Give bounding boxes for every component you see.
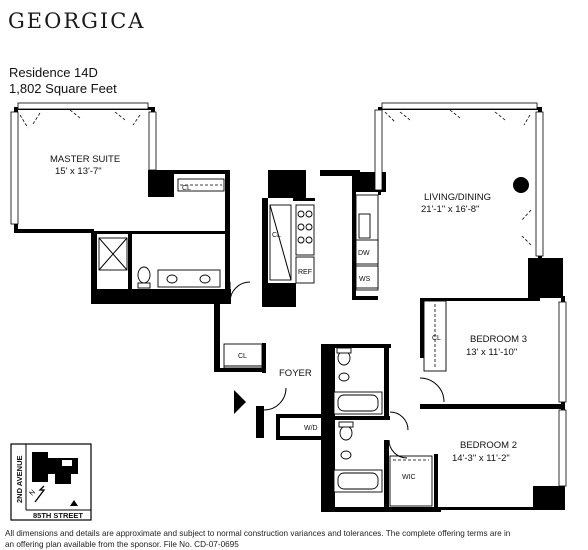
room-bed3-dims: 13' x 11'-10" xyxy=(466,347,517,358)
room-bed2-name: BEDROOM 2 xyxy=(460,440,517,451)
kitchen-fixtures xyxy=(269,194,379,291)
label-ws: WS xyxy=(359,276,371,283)
room-bed3-name: BEDROOM 3 xyxy=(470,334,527,345)
room-foyer-name: FOYER xyxy=(279,368,312,379)
room-labels: MASTER SUITE 15' x 13'-7" LIVING/DINING … xyxy=(50,154,527,464)
room-living-name: LIVING/DINING xyxy=(424,192,491,203)
room-master-dims: 15' x 13'-7" xyxy=(55,166,102,177)
label-wd: W/D xyxy=(304,425,318,432)
key-map: 2ND AVENUE 85TH STREET N xyxy=(10,443,92,521)
keymap-street: 85TH STREET xyxy=(33,511,83,520)
bedroom2-closet xyxy=(389,455,433,507)
master-closet xyxy=(177,178,225,192)
fixture-labels: CL CL REF DW WS CL CL W/D WIC xyxy=(182,185,441,481)
master-bath-fixtures xyxy=(98,237,221,289)
keymap-north: N xyxy=(28,489,37,498)
keymap-avenue: 2ND AVENUE xyxy=(15,455,24,503)
bedroom3-closet xyxy=(423,300,447,372)
label-dw: DW xyxy=(358,250,370,257)
disclaimer-line-1: All dimensions and details are approxima… xyxy=(5,529,511,538)
room-bed2-dims: 14'-3" x 11'-2" xyxy=(452,453,510,464)
windows xyxy=(10,102,567,487)
label-ref: REF xyxy=(298,269,312,276)
brand-logo: GEORGICA xyxy=(8,9,145,33)
bath-fixtures xyxy=(333,347,383,493)
column-marker xyxy=(513,177,529,193)
window-swing-marks xyxy=(19,109,532,246)
entry-arrow-icon xyxy=(234,390,246,414)
residence-name: Residence 14D xyxy=(9,65,98,80)
label-cl-kitchen: CL xyxy=(272,232,281,239)
label-wic: WIC xyxy=(402,474,416,481)
room-living-dims: 21'-1" x 16'-8" xyxy=(421,204,479,215)
label-cl-bed3: CL xyxy=(432,335,441,342)
hall-closet xyxy=(223,343,263,369)
door-swings xyxy=(229,281,445,459)
label-cl-hall: CL xyxy=(238,353,247,360)
disclaimer-line-2: an offering plan available from the spon… xyxy=(5,540,239,549)
north-arrow-icon xyxy=(34,485,46,503)
residence-area: 1,802 Square Feet xyxy=(9,81,117,96)
room-master-name: MASTER SUITE xyxy=(50,154,120,165)
label-cl-master: CL xyxy=(182,185,191,192)
